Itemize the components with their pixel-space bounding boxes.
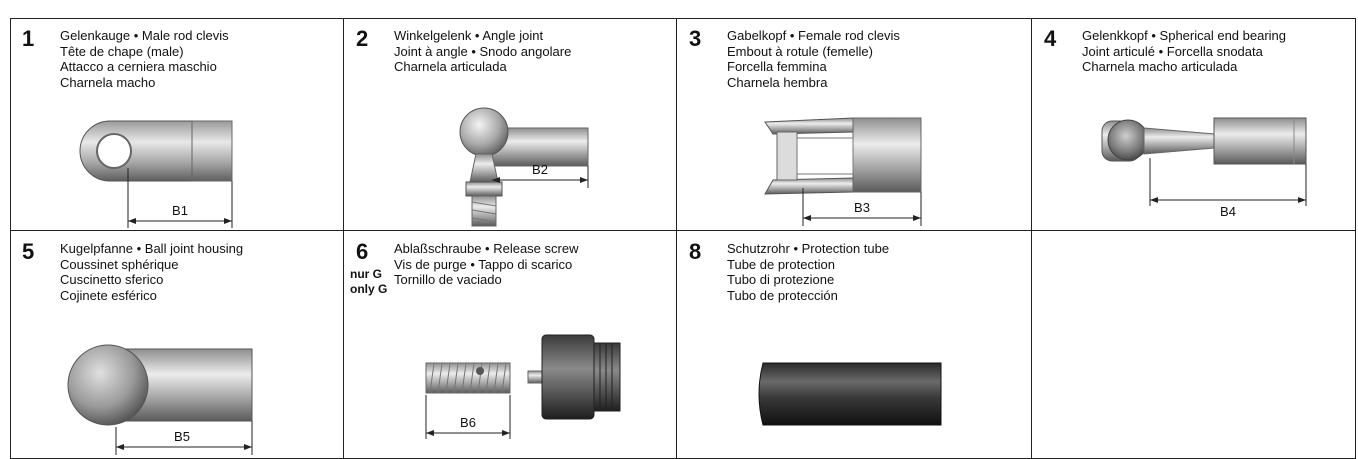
item-description: Kugelpfanne • Ball joint housing Coussin… [60, 241, 244, 303]
angle-joint-illustration: B2 [459, 107, 589, 227]
spherical-end-bearing-illustration: B4 [1101, 117, 1307, 219]
item-description: Schutzrohr • Protection tube Tube de pro… [727, 241, 890, 303]
cell-male-rod-clevis: 1 Gelenkauge • Male rod clevis Tête de c… [10, 18, 344, 231]
dimension-label: B2 [532, 162, 548, 177]
cell-release-screw: 6 nur G only G Ablaßschraube • Release s… [344, 231, 677, 459]
cell-female-rod-clevis: 3 Gabelkopf • Female rod clevis Embout à… [677, 18, 1032, 231]
cell-protection-tube: 8 Schutzrohr • Protection tube Tube de p… [677, 231, 1032, 459]
dimension-label: B1 [172, 203, 188, 218]
item-description: Ablaßschraube • Release screw Vis de pur… [394, 241, 579, 287]
item-description: Gabelkopf • Female rod clevis Embout à r… [727, 28, 900, 90]
item-number: 4 [1044, 26, 1057, 51]
item-description: Winkelgelenk • Angle joint Joint à angle… [394, 28, 572, 74]
item-number: 2 [356, 26, 369, 51]
cell-angle-joint: 2 Winkelgelenk • Angle joint Joint à ang… [344, 18, 677, 231]
protection-tube-illustration [758, 362, 942, 426]
item-description: Gelenkkopf • Spherical end bearing Joint… [1082, 28, 1287, 74]
item-number: 8 [689, 239, 702, 264]
ball-joint-housing-illustration: B5 [67, 344, 253, 455]
dimension-label: B4 [1220, 204, 1236, 219]
cell-spherical-end-bearing: 4 Gelenkkopf • Spherical end bearing Joi… [1032, 18, 1356, 231]
female-rod-clevis-illustration: B3 [764, 117, 922, 226]
item-number: 1 [22, 26, 35, 51]
dimension-label: B3 [854, 200, 870, 215]
dimension-label: B6 [460, 415, 476, 430]
sub-label-de: nur G [350, 267, 382, 281]
release-screw-illustration: B6 [425, 334, 621, 439]
cell-empty [1032, 231, 1356, 459]
male-rod-clevis-illustration: B1 [79, 120, 233, 228]
sub-label-en: only G [350, 282, 388, 296]
item-description: Gelenkauge • Male rod clevis Tête de cha… [60, 28, 229, 90]
cell-ball-joint-housing: 5 Kugelpfanne • Ball joint housing Couss… [10, 231, 344, 459]
item-number: 3 [689, 26, 702, 51]
dimension-label: B5 [174, 429, 190, 444]
item-number: 6 [356, 239, 369, 264]
item-number: 5 [22, 239, 35, 264]
